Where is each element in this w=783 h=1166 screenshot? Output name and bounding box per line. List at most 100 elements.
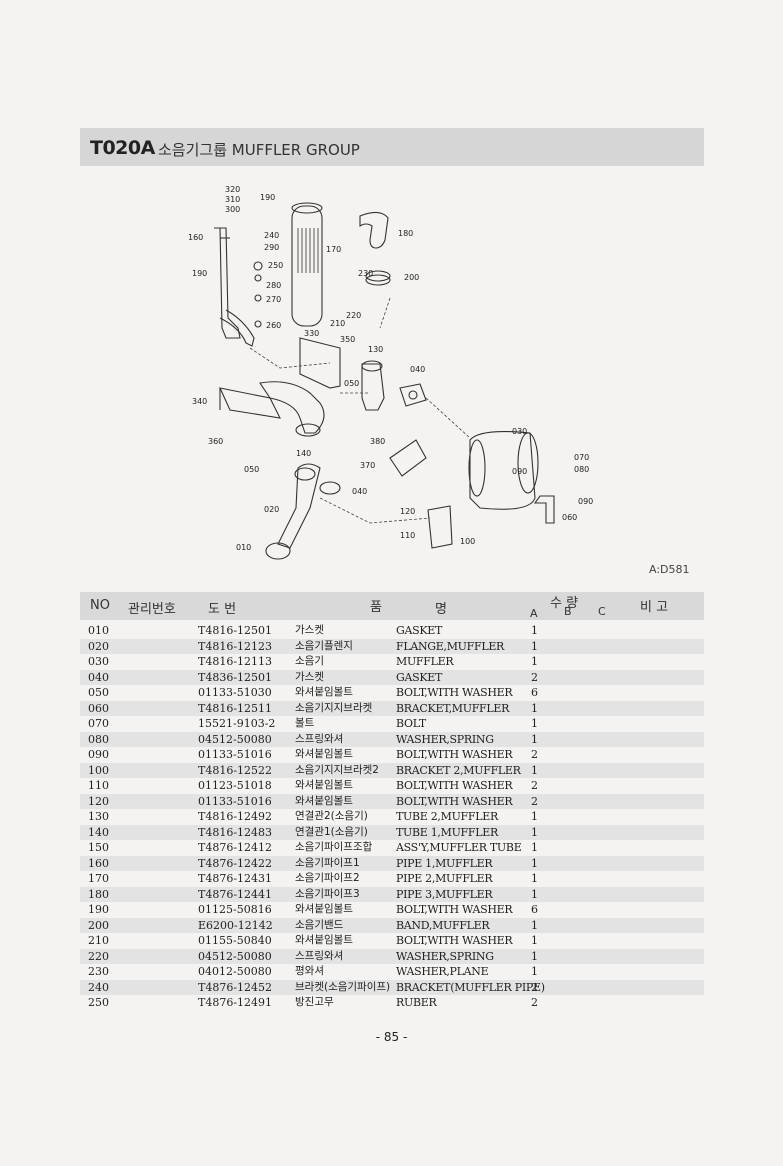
row-no: 030 [88, 655, 109, 668]
svg-text:190: 190 [192, 269, 207, 278]
svg-text:010: 010 [236, 543, 251, 552]
svg-text:050: 050 [344, 379, 359, 388]
header-remarks: 비 고 [640, 600, 669, 615]
row-korean-name: 가스켓 [295, 670, 324, 683]
svg-text:040: 040 [352, 487, 367, 496]
row-korean-name: 소음기파이프3 [295, 887, 360, 900]
row-part-name: BAND,MUFFLER [396, 918, 490, 932]
header-no: NO [90, 598, 110, 613]
row-part-number: T4876-12431 [198, 872, 273, 885]
row-no: 160 [88, 856, 109, 870]
row-no: 020 [88, 639, 109, 653]
row-no: 060 [88, 701, 109, 715]
row-no: 070 [88, 717, 109, 730]
row-korean-name: 와셔붙임볼트 [295, 934, 353, 946]
row-no: 090 [88, 748, 109, 761]
row-part-name: GASKET [396, 624, 443, 637]
row-korean-name: 평와셔 [295, 965, 324, 977]
row-no: 220 [88, 949, 109, 963]
row-part-number: T4836-12501 [198, 670, 273, 684]
svg-text:360: 360 [208, 437, 223, 446]
row-korean-name: 볼트 [295, 717, 315, 729]
row-korean-name: 소음기밴드 [295, 918, 344, 931]
row-korean-name: 스프링와셔 [295, 949, 344, 962]
row-part-number: 01155-50840 [198, 934, 272, 947]
row-part-name: BOLT,WITH WASHER [396, 903, 513, 916]
header-mgmt-no: 관리번호 [128, 602, 176, 617]
row-no: 110 [88, 779, 109, 792]
svg-text:380: 380 [370, 437, 385, 446]
row-korean-name: 가스켓 [295, 624, 324, 636]
row-no: 180 [88, 887, 109, 901]
row-no: 230 [88, 965, 109, 978]
row-part-name: RUBER [396, 996, 437, 1009]
row-qty-a: 1 [531, 856, 538, 870]
row-part-name: WASHER,SPRING [396, 732, 494, 746]
svg-text:250: 250 [268, 261, 283, 270]
row-part-number: T4816-12483 [198, 825, 273, 839]
row-korean-name: 소음기지지브라켓 [295, 701, 373, 714]
row-korean-name: 방진고무 [295, 996, 334, 1008]
row-no: 040 [88, 670, 109, 684]
svg-text:130: 130 [368, 345, 383, 354]
row-part-number: T4876-12422 [198, 856, 273, 870]
row-part-number: 01133-51016 [198, 748, 272, 761]
row-qty-a: 1 [531, 934, 538, 947]
row-korean-name: 연결관1(소음기) [295, 825, 368, 838]
row-korean-name: 와셔붙임볼트 [295, 779, 353, 791]
row-qty-a: 1 [531, 717, 538, 730]
section-title: 소음기그룹 MUFFLER GROUP [158, 141, 360, 159]
svg-text:160: 160 [188, 233, 203, 242]
svg-text:210: 210 [330, 319, 345, 328]
svg-text:240: 240 [264, 231, 279, 240]
svg-text:270: 270 [266, 295, 281, 304]
row-part-number: 01133-51016 [198, 794, 272, 808]
row-part-name: BOLT [396, 717, 426, 730]
row-part-number: T4816-12511 [198, 701, 273, 715]
row-part-number: 01133-51030 [198, 686, 272, 699]
section-code: T020A [90, 137, 155, 159]
row-no: 250 [88, 996, 109, 1009]
header-item: 품 [370, 600, 382, 615]
row-part-number: T4876-12452 [198, 980, 273, 994]
svg-text:060: 060 [562, 513, 577, 522]
row-part-name: TUBE 2,MUFFLER [396, 810, 498, 823]
row-korean-name: 스프링와셔 [295, 732, 344, 745]
svg-text:330: 330 [304, 329, 319, 338]
row-qty-a: 1 [531, 965, 538, 978]
svg-text:030: 030 [512, 427, 527, 436]
row-part-name: BRACKET,MUFFLER [396, 701, 510, 715]
svg-text:040: 040 [410, 365, 425, 374]
row-korean-name: 소음기지지브라켓2 [295, 763, 379, 776]
row-no: 120 [88, 794, 109, 808]
row-qty-a: 1 [531, 701, 538, 715]
svg-text:090: 090 [512, 467, 527, 476]
row-part-name: BOLT,WITH WASHER [396, 686, 513, 699]
row-korean-name: 연결관2(소음기) [295, 810, 368, 822]
svg-text:320: 320 [225, 185, 240, 194]
svg-text:090: 090 [578, 497, 593, 506]
diagram-reference: A:D581 [649, 563, 690, 576]
row-part-number: 04012-50080 [198, 965, 272, 978]
page-number: - 85 - [375, 1030, 408, 1044]
row-korean-name: 와셔붙임볼트 [295, 794, 353, 807]
svg-text:190: 190 [260, 193, 275, 202]
row-qty-a: 1 [531, 732, 538, 746]
table-header: NO 관리번호 도 번 품 명 수 량 A B C 비 고 [80, 592, 704, 620]
row-part-name: FLANGE,MUFFLER [396, 639, 505, 653]
svg-text:050: 050 [244, 465, 259, 474]
row-qty-a: 6 [531, 686, 538, 699]
